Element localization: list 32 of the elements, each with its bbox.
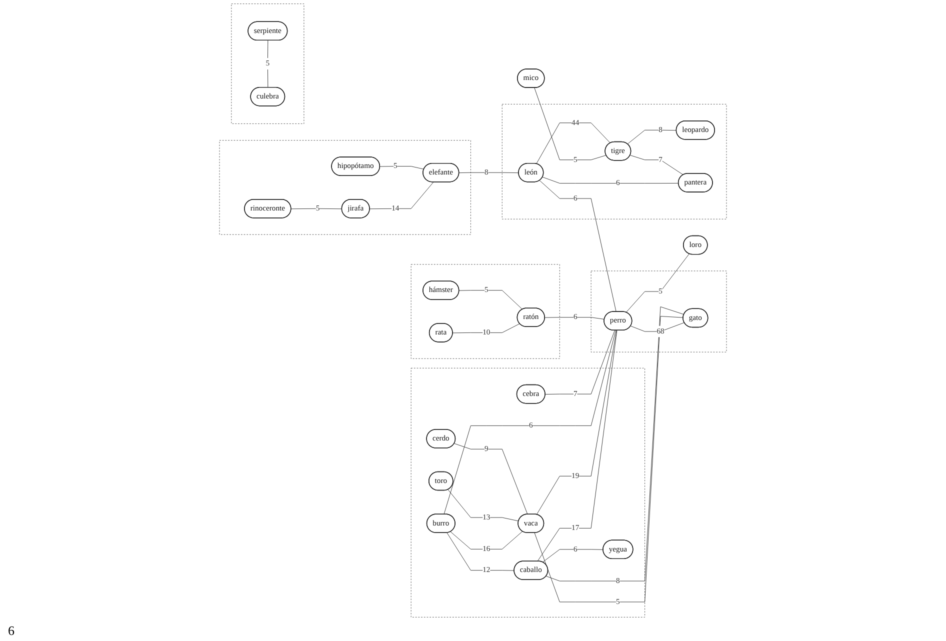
cluster <box>590 270 727 352</box>
cluster <box>410 264 560 359</box>
cluster <box>219 140 471 235</box>
connector <box>452 323 520 334</box>
connector <box>458 290 523 310</box>
connector <box>454 443 528 515</box>
connector <box>542 549 604 562</box>
connector <box>544 317 605 320</box>
cluster <box>231 4 304 124</box>
connector <box>536 122 611 164</box>
connector <box>536 330 617 515</box>
connector <box>627 130 677 144</box>
connector <box>380 166 424 170</box>
connector <box>534 88 606 160</box>
cluster <box>410 368 646 618</box>
connector <box>542 176 679 184</box>
connector <box>626 254 690 313</box>
connector <box>450 531 523 550</box>
connector <box>448 489 519 522</box>
connector <box>446 532 514 571</box>
connector <box>537 330 618 562</box>
connector <box>370 182 434 210</box>
connector <box>458 172 519 174</box>
connector <box>267 40 268 88</box>
note-label: 6 <box>8 623 14 638</box>
connector <box>290 208 342 210</box>
connector <box>444 330 616 515</box>
cluster <box>502 104 727 220</box>
connector <box>545 330 615 395</box>
connector <box>534 316 684 602</box>
connector <box>630 154 684 176</box>
connector <box>539 180 616 312</box>
